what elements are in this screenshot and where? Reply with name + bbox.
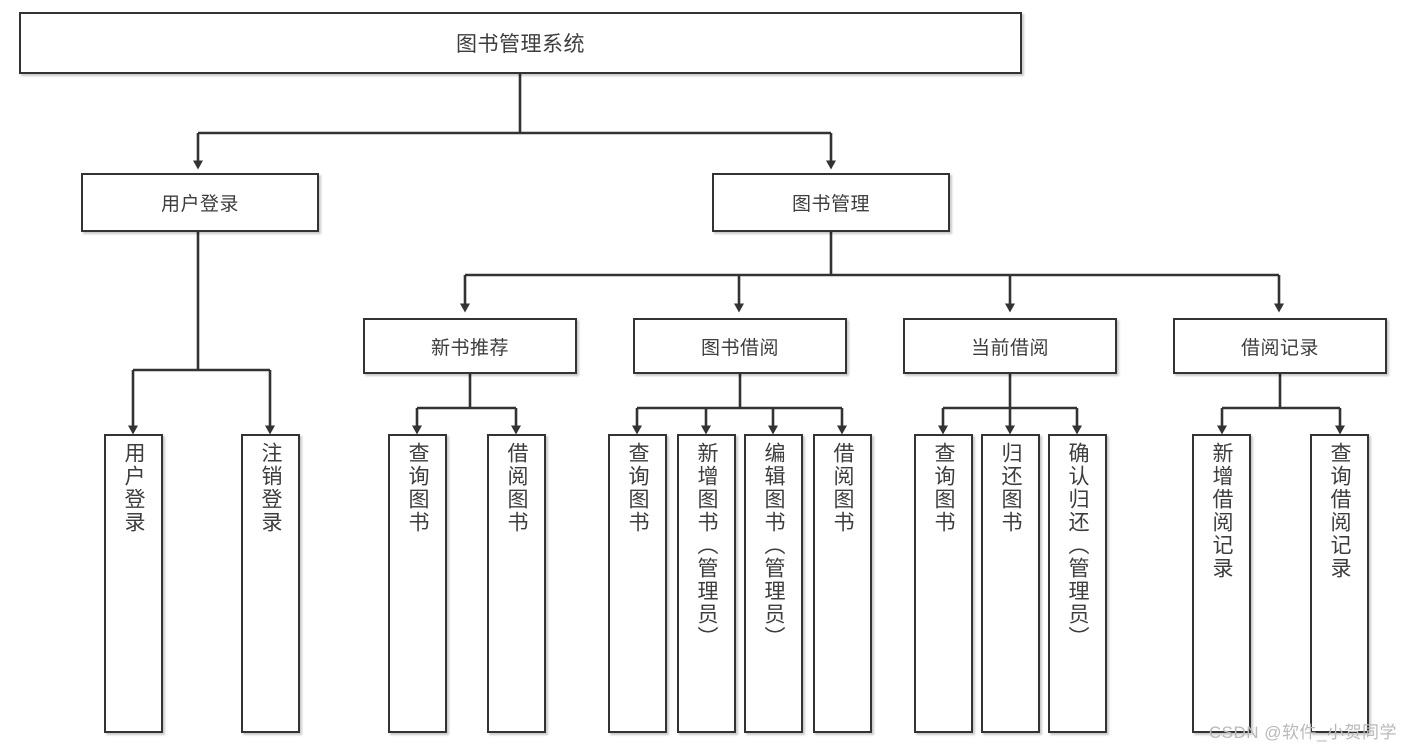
leaf-book-borrow-edit-book-admin[interactable]: 编辑图书（管理员） bbox=[744, 434, 803, 733]
node-label: 编辑图书（管理员） bbox=[762, 442, 785, 649]
node-label: 新增图书（管理员） bbox=[695, 442, 718, 649]
node-label: 图书借阅 bbox=[700, 337, 779, 359]
csdn-watermark: CSDN @软件_小贺同学 bbox=[1208, 723, 1397, 742]
leaf-book-borrow-add-book-admin[interactable]: 新增图书（管理员） bbox=[677, 434, 736, 733]
leaf-user-login-logout[interactable]: 注销登录 bbox=[241, 434, 300, 733]
leaf-current-borrow-confirm-return-admin[interactable]: 确认归还（管理员） bbox=[1048, 434, 1107, 733]
node-label: 用户登录 bbox=[160, 194, 239, 215]
node-label: 借阅图书 bbox=[831, 442, 854, 534]
node-label: 借阅图书 bbox=[505, 442, 528, 534]
node-label: 归还图书 bbox=[999, 442, 1022, 534]
node-label: 当前借阅 bbox=[970, 337, 1049, 359]
node-borrow-record[interactable]: 借阅记录 bbox=[1173, 318, 1387, 374]
node-label: 用户登录 bbox=[122, 442, 145, 534]
leaf-user-login-login[interactable]: 用户登录 bbox=[104, 434, 163, 733]
leaf-borrow-record-query-record[interactable]: 查询借阅记录 bbox=[1310, 434, 1369, 733]
node-user-login[interactable]: 用户登录 bbox=[81, 173, 319, 232]
leaf-current-borrow-return-book[interactable]: 归还图书 bbox=[981, 434, 1040, 733]
leaf-new-book-query-book[interactable]: 查询图书 bbox=[388, 434, 447, 733]
leaf-new-book-borrow-book[interactable]: 借阅图书 bbox=[487, 434, 546, 733]
node-label: 查询图书 bbox=[626, 442, 649, 534]
leaf-book-borrow-borrow-book[interactable]: 借阅图书 bbox=[813, 434, 872, 733]
leaf-borrow-record-add-record[interactable]: 新增借阅记录 bbox=[1192, 434, 1251, 733]
node-label: 图书管理系统 bbox=[456, 33, 585, 56]
node-book-borrow[interactable]: 图书借阅 bbox=[633, 318, 847, 374]
node-label: 查询借阅记录 bbox=[1328, 442, 1351, 580]
node-label: 新书推荐 bbox=[430, 337, 509, 359]
leaf-current-borrow-query-book[interactable]: 查询图书 bbox=[914, 434, 973, 733]
node-label: 查询图书 bbox=[406, 442, 429, 534]
leaf-book-borrow-query-book[interactable]: 查询图书 bbox=[608, 434, 667, 733]
node-label: 新增借阅记录 bbox=[1210, 442, 1233, 580]
node-root-library-management-system[interactable]: 图书管理系统 bbox=[19, 12, 1022, 74]
node-new-book-recommend[interactable]: 新书推荐 bbox=[363, 318, 577, 374]
node-label: 注销登录 bbox=[259, 442, 282, 534]
node-book-management[interactable]: 图书管理 bbox=[712, 173, 950, 232]
node-label: 图书管理 bbox=[791, 194, 870, 215]
node-label: 借阅记录 bbox=[1240, 337, 1319, 359]
node-label: 查询图书 bbox=[932, 442, 955, 534]
node-current-borrow[interactable]: 当前借阅 bbox=[903, 318, 1117, 374]
node-label: 确认归还（管理员） bbox=[1066, 442, 1089, 649]
